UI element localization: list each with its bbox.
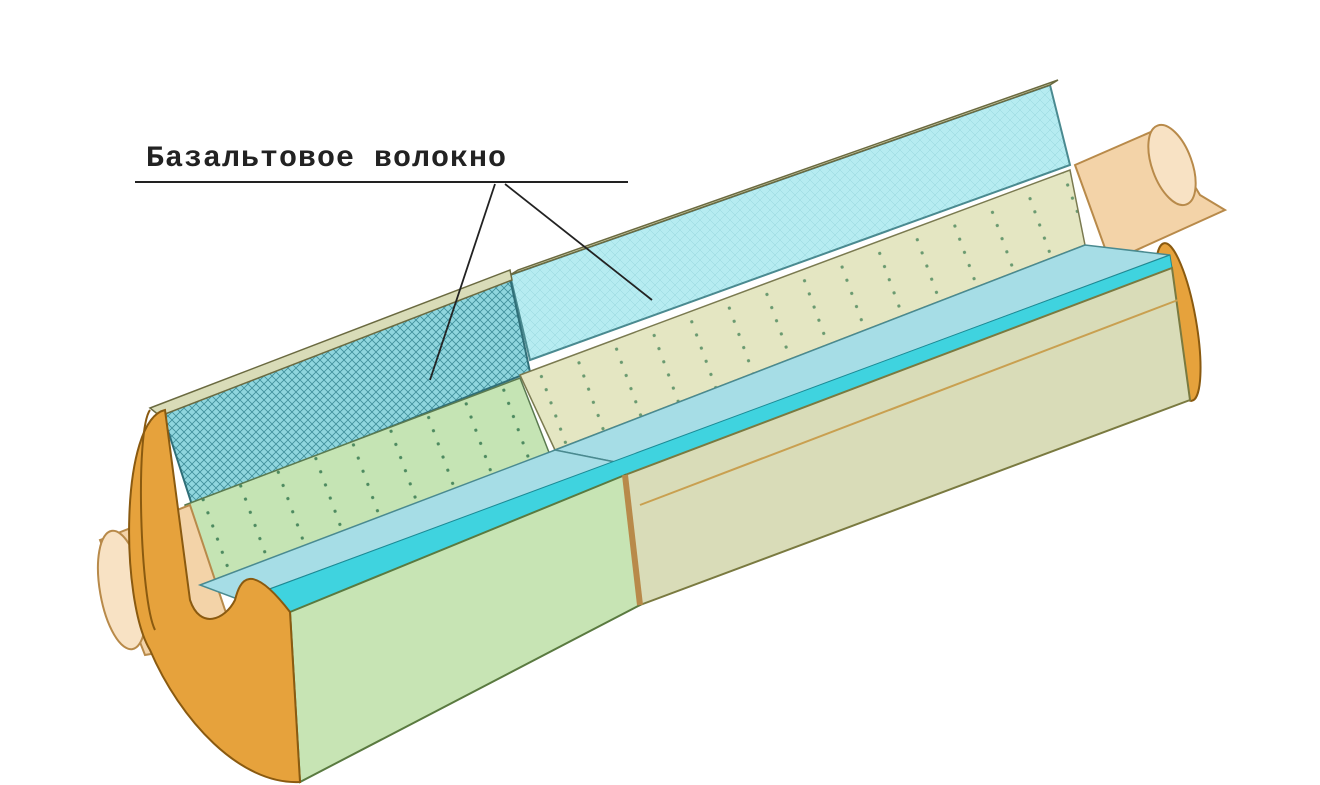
leader-line-left [429,183,496,381]
leader-line-right [504,183,653,301]
basalt-fiber-label: Базальтовое волокно [146,142,508,176]
front-end-cap [128,408,302,784]
outlet-pipe [1073,123,1228,264]
